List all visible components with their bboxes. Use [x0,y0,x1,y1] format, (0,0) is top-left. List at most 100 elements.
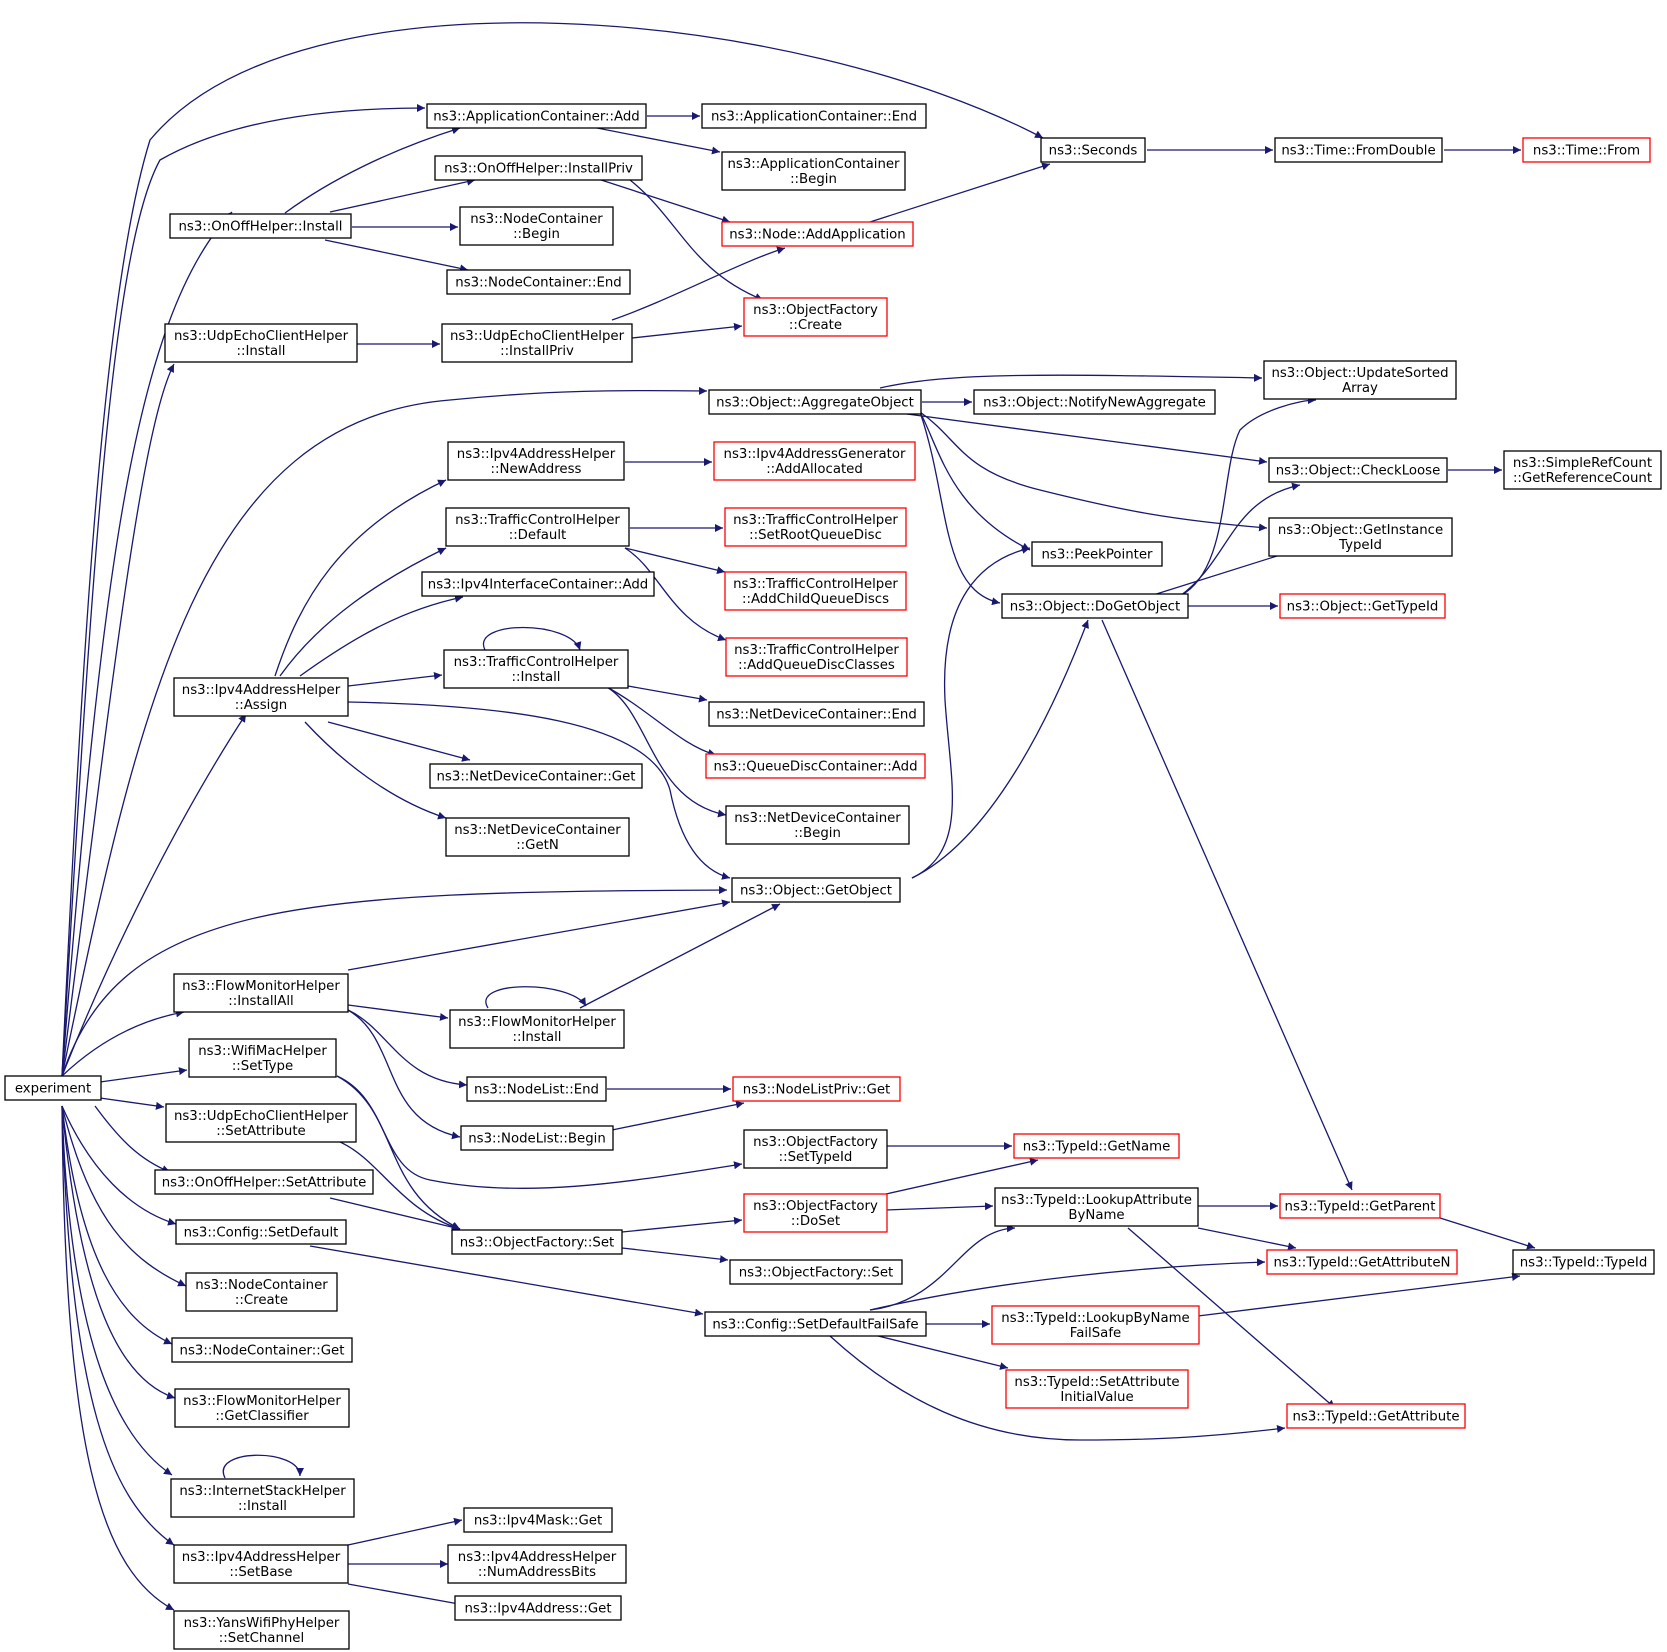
node-label: ns3::Ipv4AddressGenerator [724,447,906,462]
node-getclassifier[interactable]: ns3::FlowMonitorHelper::GetClassifier [174,1388,350,1428]
node-ndcget[interactable]: ns3::NetDeviceContainer::Get [429,763,643,789]
node-udpsetattr[interactable]: ns3::UdpEchoClientHelper::SetAttribute [165,1103,357,1143]
node-gettypeid[interactable]: ns3::Object::GetTypeId [1279,593,1446,619]
node-tidgetattr[interactable]: ns3::TypeId::GetAttribute [1286,1403,1466,1429]
node-aggregate[interactable]: ns3::Object::AggregateObject [708,389,922,415]
node-label: ns3::OnOffHelper::Install [178,220,342,235]
node-ncget[interactable]: ns3::NodeContainer::Get [171,1337,353,1363]
node-box [732,1076,901,1102]
edge-onoffinstall-appadd [284,126,461,214]
node-ofdoset[interactable]: ns3::ObjectFactory::DoSet [743,1193,888,1233]
node-newaddress[interactable]: ns3::Ipv4AddressHelper::NewAddress [447,441,625,481]
node-fminstall[interactable]: ns3::FlowMonitorHelper::Install [449,1009,625,1049]
node-appbegin[interactable]: ns3::ApplicationContainer::Begin [721,151,906,191]
node-seconds[interactable]: ns3::Seconds [1040,137,1146,163]
node-nodeaddapp[interactable]: ns3::Node::AddApplication [721,221,914,247]
node-ofsettypeid[interactable]: ns3::ObjectFactory::SetTypeId [743,1129,888,1169]
node-tcinstall[interactable]: ns3::TrafficControlHelper::Install [443,649,629,689]
node-peekpointer[interactable]: ns3::PeekPointer [1031,541,1163,567]
node-ndcgetn[interactable]: ns3::NetDeviceContainer::GetN [445,817,630,857]
node-addchildqd[interactable]: ns3::TrafficControlHelper::AddChildQueue… [724,571,907,611]
edge-experiment-isinstall [61,1105,173,1476]
node-box [731,877,901,903]
node-tcdefault[interactable]: ns3::TrafficControlHelper::Default [445,507,630,547]
node-label: ns3::Ipv4Mask::Get [474,1514,602,1529]
node-label: ::SetRootQueueDisc [749,528,882,543]
node-ofcreate[interactable]: ns3::ObjectFactory::Create [743,297,888,337]
node-udpinstall[interactable]: ns3::UdpEchoClientHelper::Install [164,323,358,363]
node-tidgetname[interactable]: ns3::TypeId::GetName [1013,1133,1180,1159]
node-getattrn[interactable]: ns3::TypeId::GetAttributeN [1266,1249,1458,1275]
node-label: ns3::NodeList::End [474,1083,599,1098]
node-ipv4icadd[interactable]: ns3::Ipv4InterfaceContainer::Add [421,571,655,597]
node-onoffinstall[interactable]: ns3::OnOffHelper::Install [169,213,352,239]
node-ndcbegin[interactable]: ns3::NetDeviceContainer::Begin [725,805,910,845]
node-addallocated[interactable]: ns3::Ipv4AddressGenerator::AddAllocated [713,441,916,481]
node-getobject[interactable]: ns3::Object::GetObject [731,877,901,903]
edge-ofset1-ofset2 [621,1247,729,1264]
edge-lookupattr-tidgetattr [1127,1227,1336,1409]
node-ofset1[interactable]: ns3::ObjectFactory::Set [451,1229,623,1255]
node-box [1286,1403,1466,1429]
node-addqdclasses[interactable]: ns3::TrafficControlHelper::AddQueueDiscC… [725,637,908,677]
node-setdefaultfailsafe[interactable]: ns3::Config::SetDefaultFailSafe [704,1311,927,1337]
node-setchannel[interactable]: ns3::YansWifiPhyHelper::SetChannel [173,1610,350,1650]
edge-onoffinstall-onoffinstallpriv [329,177,476,213]
node-label: ns3::ApplicationContainer::Add [433,110,640,125]
node-nodelistend[interactable]: ns3::NodeList::End [466,1076,607,1102]
node-nodelistbegin[interactable]: ns3::NodeList::Begin [460,1125,614,1151]
node-label: ::AddChildQueueDiscs [742,592,889,607]
node-setbase[interactable]: ns3::Ipv4AddressHelper::SetBase [173,1544,349,1584]
node-ndcend[interactable]: ns3::NetDeviceContainer::End [708,701,925,727]
node-numaddrbits[interactable]: ns3::Ipv4AddressHelper::NumAddressBits [447,1544,627,1584]
node-label: ns3::Object::AggregateObject [716,396,914,411]
node-ipv4assign[interactable]: ns3::Ipv4AddressHelper::Assign [173,677,349,717]
node-fromdouble[interactable]: ns3::Time::FromDouble [1274,137,1443,163]
node-qdcadd[interactable]: ns3::QueueDiscContainer::Add [705,753,926,779]
node-experiment[interactable]: experiment [4,1075,102,1101]
node-dogetobject[interactable]: ns3::Object::DoGetObject [1001,593,1189,619]
node-wifimacsettype[interactable]: ns3::WifiMacHelper::SetType [188,1038,337,1078]
edge-experiment-ncget [61,1105,173,1345]
node-onoffinstallpriv[interactable]: ns3::OnOffHelper::InstallPriv [434,155,643,181]
node-checkloose[interactable]: ns3::Object::CheckLoose [1268,457,1448,483]
node-ipv4maskget[interactable]: ns3::Ipv4Mask::Get [463,1507,613,1533]
node-append[interactable]: ns3::ApplicationContainer::End [701,103,927,129]
node-typeid[interactable]: ns3::TypeId::TypeId [1512,1249,1655,1275]
node-udpinstallpriv[interactable]: ns3::UdpEchoClientHelper::InstallPriv [441,323,633,363]
node-box [463,1507,613,1533]
node-box [446,269,631,295]
node-ncend[interactable]: ns3::NodeContainer::End [446,269,631,295]
node-timefrom[interactable]: ns3::Time::From [1522,137,1651,163]
edge-experiment-aggregate [61,386,708,1077]
node-ncbegin[interactable]: ns3::NodeContainer::Begin [459,206,614,246]
node-onoffsetattr[interactable]: ns3::OnOffHelper::SetAttribute [154,1169,374,1195]
node-isinstall[interactable]: ns3::InternetStackHelper::Install [170,1478,355,1518]
node-fminstallall[interactable]: ns3::FlowMonitorHelper::InstallAll [173,973,349,1013]
node-label: ns3::NetDeviceContainer [454,823,621,838]
call-edges [61,22,1536,1611]
node-label: ns3::TypeId::GetAttribute [1292,1410,1459,1425]
node-ofset2[interactable]: ns3::ObjectFactory::Set [729,1259,903,1285]
node-configsetdefault[interactable]: ns3::Config::SetDefault [175,1219,347,1245]
node-label: ::Begin [794,826,841,841]
edge-fminstallall-fminstall [347,1004,449,1021]
node-setrootqd[interactable]: ns3::TrafficControlHelper::SetRootQueueD… [724,507,907,547]
edge-dogetobject-getinstancetid [1149,548,1297,597]
node-getparent[interactable]: ns3::TypeId::GetParent [1279,1193,1441,1219]
edge-udpinstallpriv-ofcreate [631,322,743,339]
node-label: ::Begin [790,172,837,187]
node-nodelistprivget[interactable]: ns3::NodeListPriv::Get [732,1076,901,1102]
node-notifyagg[interactable]: ns3::Object::NotifyNewAggregate [973,389,1216,415]
node-appadd[interactable]: ns3::ApplicationContainer::Add [426,103,647,129]
edge-lookupattr-getattrn [1197,1227,1297,1251]
node-nccreate[interactable]: ns3::NodeContainer::Create [185,1272,338,1312]
node-ipv4addrget[interactable]: ns3::Ipv4Address::Get [454,1595,622,1621]
node-refcount[interactable]: ns3::SimpleRefCount::GetReferenceCount [1503,450,1662,490]
node-label: ::NewAddress [491,462,582,477]
